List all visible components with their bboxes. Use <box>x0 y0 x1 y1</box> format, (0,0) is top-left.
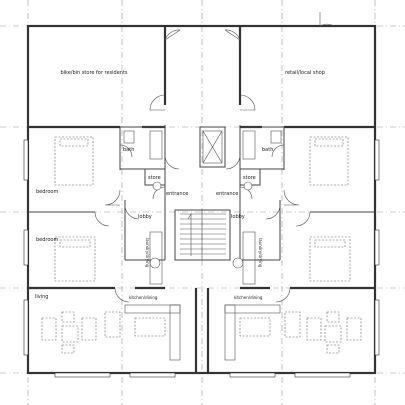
laundry-cupboards <box>149 231 256 285</box>
label-bedroom-upper: bedroom <box>36 189 58 195</box>
label-entrance-right: entrance <box>216 191 238 197</box>
staircase <box>180 210 226 260</box>
label-bath-left: bath <box>123 147 134 153</box>
room-labels: bike/bin store for residents retail/loca… <box>35 70 325 300</box>
lift-shaft <box>202 130 223 164</box>
label-bath-right: bath <box>262 147 273 153</box>
label-living: living <box>35 294 48 300</box>
label-store-right: store <box>243 175 256 181</box>
label-lobby-left: lobby <box>138 214 152 220</box>
beds <box>54 136 351 282</box>
outer-walls <box>26 24 377 375</box>
label-bedroom-lower: bedroom <box>36 237 58 243</box>
label-kitchen-right: kitchen/dining <box>234 295 263 300</box>
interior-walls <box>28 26 375 373</box>
kitchen-counters <box>124 304 281 361</box>
label-bike-store: bike/bin store for residents <box>60 70 127 76</box>
label-laundry-left: laundry/drying <box>145 238 150 268</box>
label-store-left: store <box>148 175 161 181</box>
label-entrance-left: entrance <box>166 191 188 197</box>
windows <box>23 139 380 378</box>
doors <box>94 12 335 303</box>
label-retail-shop: retail/local shop <box>285 70 325 76</box>
living-furniture <box>41 311 362 354</box>
label-lobby-right: lobby <box>231 214 245 220</box>
bath-fixtures <box>123 130 282 269</box>
label-laundry-right: laundry/drying <box>258 238 263 268</box>
label-kitchen-left: kitchen/dining <box>129 295 158 300</box>
